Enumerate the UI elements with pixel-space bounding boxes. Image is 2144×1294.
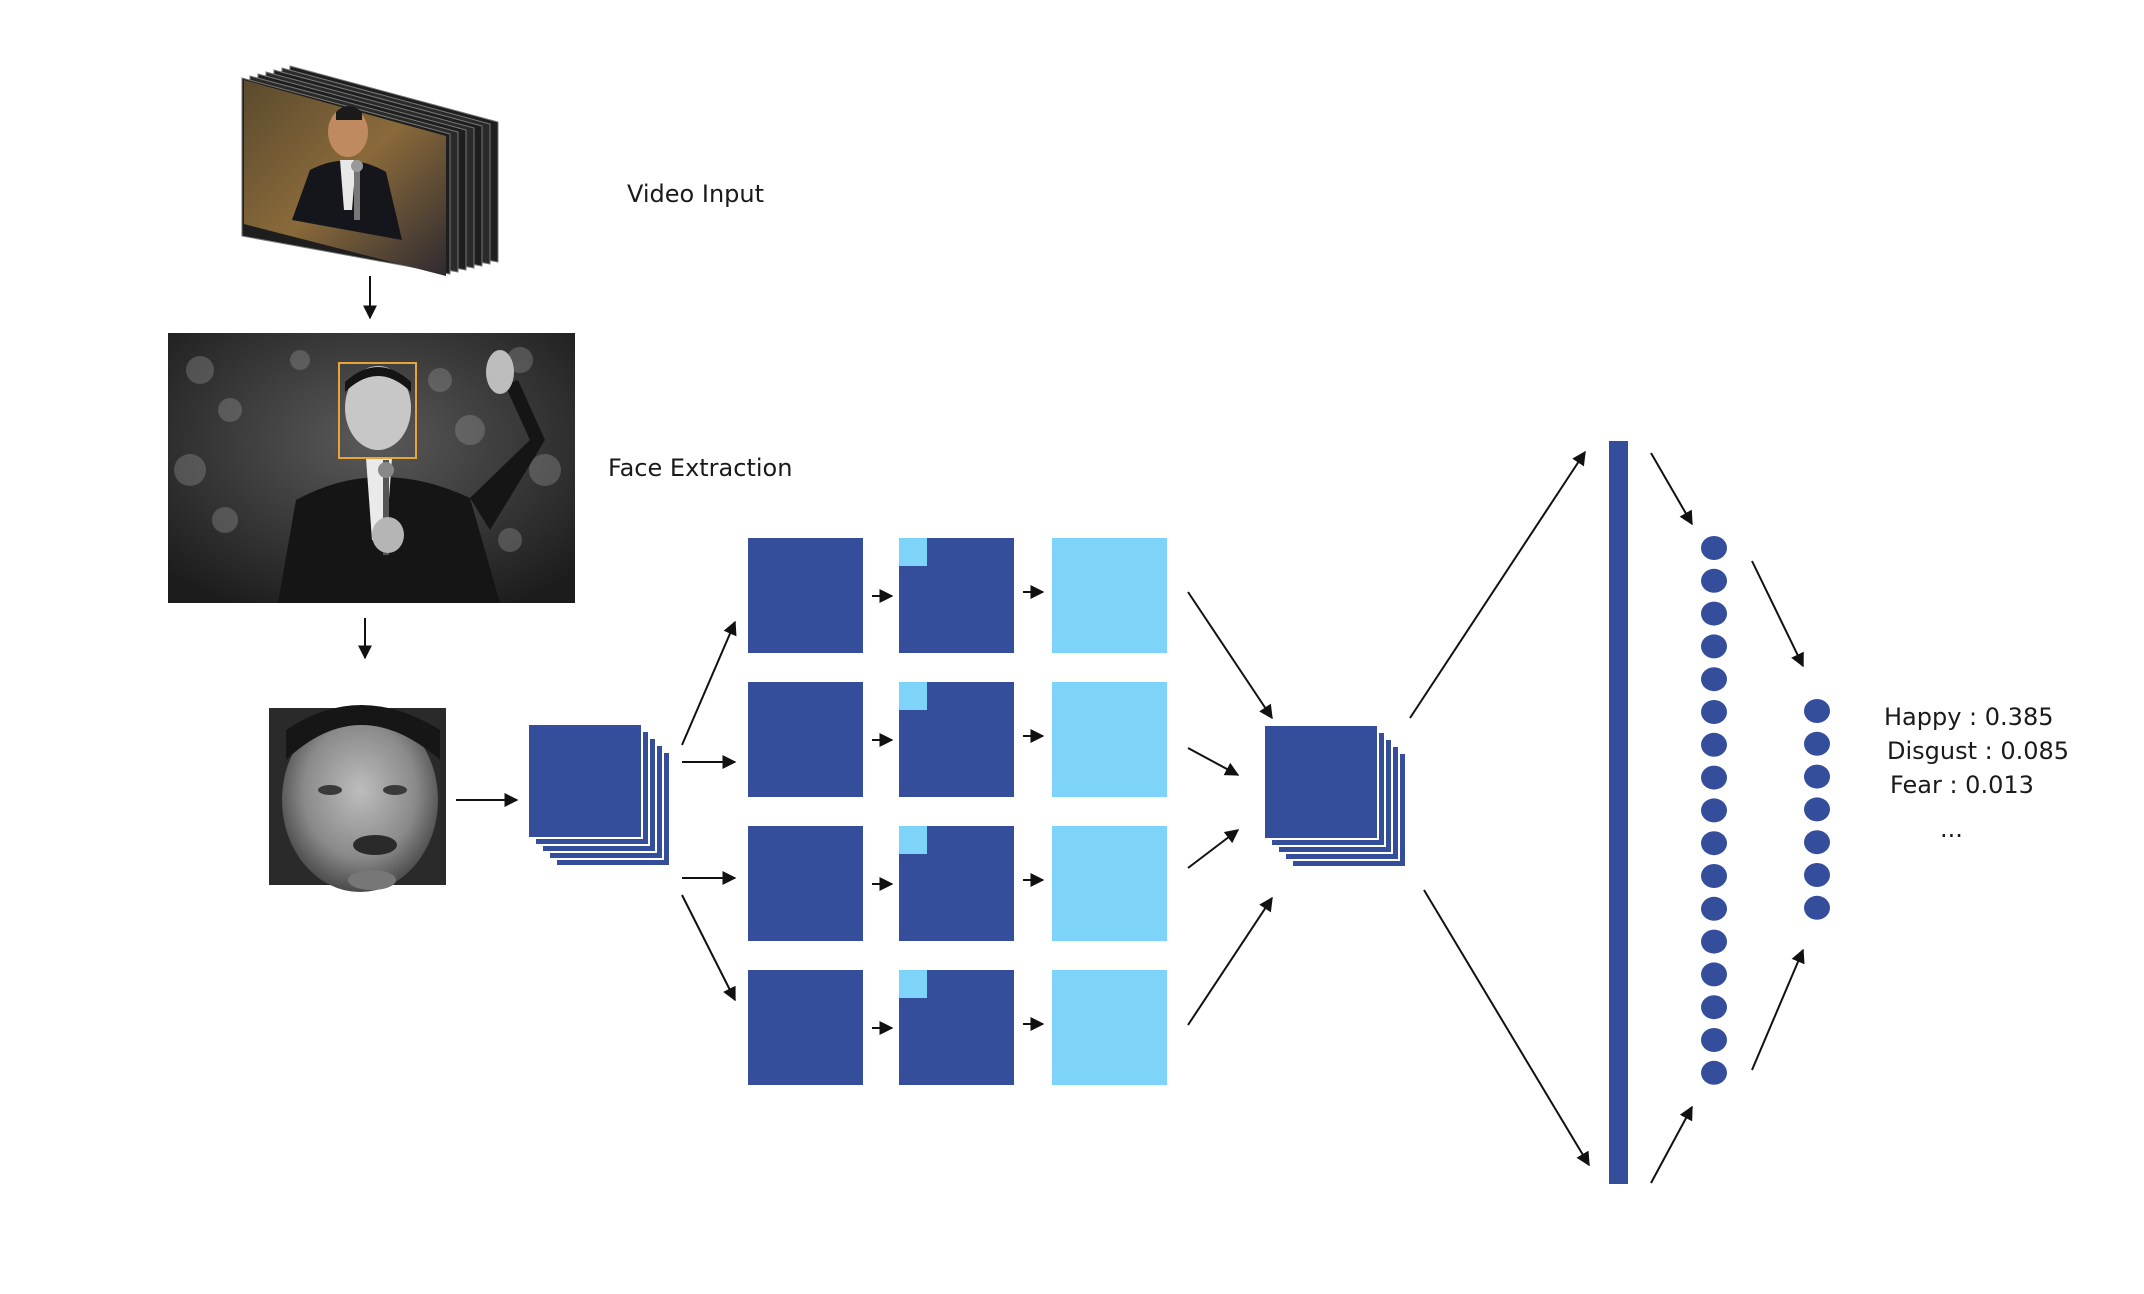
branch-row-4 [748, 970, 1167, 1085]
dense-node [1701, 732, 1727, 757]
dense-input-arrows [1650, 452, 1693, 1184]
dense-node [1701, 831, 1727, 856]
output-node [1804, 764, 1830, 789]
branch-2-output [1052, 682, 1167, 797]
dense-node [1701, 536, 1727, 560]
branch-3-conv [748, 826, 863, 941]
output-score-fear: Fear : 0.013 [1890, 771, 2034, 799]
fan-out-arrows [681, 620, 737, 1002]
dense-node [1701, 896, 1727, 921]
dense-node [1701, 601, 1727, 626]
output-node [1804, 895, 1830, 920]
dense-node [1701, 1028, 1727, 1052]
face-extraction-photo [168, 333, 575, 603]
dense-node [1701, 995, 1727, 1020]
face-extraction-label: Face Extraction [608, 454, 792, 482]
dense-node [1701, 929, 1727, 954]
dense-node [1701, 864, 1727, 888]
output-node [1804, 797, 1830, 822]
dense-node [1701, 568, 1727, 593]
branch-4-output [1052, 970, 1167, 1085]
branch-row-3 [748, 826, 1167, 941]
branch-row-1 [748, 538, 1167, 653]
dense-node [1701, 667, 1727, 692]
output-score-disgust: Disgust : 0.085 [1887, 737, 2069, 765]
video-frames-stack [241, 65, 499, 276]
input-feature-stack [527, 723, 671, 867]
output-layer-nodes [1804, 699, 1830, 920]
video-input-label: Video Input [627, 180, 764, 208]
dense-layer-nodes [1701, 536, 1727, 1085]
output-score-ellipsis: ... [1940, 815, 1963, 843]
output-node [1804, 863, 1830, 887]
branch-1-output [1052, 538, 1167, 653]
branch-1-conv [748, 538, 863, 653]
output-arrows [1751, 560, 1805, 1071]
fan-in-arrows [1187, 591, 1273, 1026]
dense-node [1701, 1060, 1727, 1085]
branch-row-2 [748, 682, 1167, 797]
concatenated-feature-stack [1263, 724, 1407, 868]
face-detection-box [338, 362, 417, 459]
output-node [1804, 731, 1830, 756]
output-node [1804, 699, 1830, 723]
output-node [1804, 830, 1830, 855]
output-score-happy: Happy : 0.385 [1884, 703, 2053, 731]
branch-4-conv [748, 970, 863, 1085]
dense-node [1701, 962, 1727, 987]
branch-3-output [1052, 826, 1167, 941]
flatten-layer-bar [1609, 441, 1628, 1184]
flatten-arrows [1409, 450, 1590, 1167]
branch-2-conv [748, 682, 863, 797]
dense-node [1701, 634, 1727, 659]
cropped-face-image [269, 705, 446, 892]
dense-node [1701, 700, 1727, 724]
dense-node [1701, 765, 1727, 790]
dense-node [1701, 798, 1727, 823]
